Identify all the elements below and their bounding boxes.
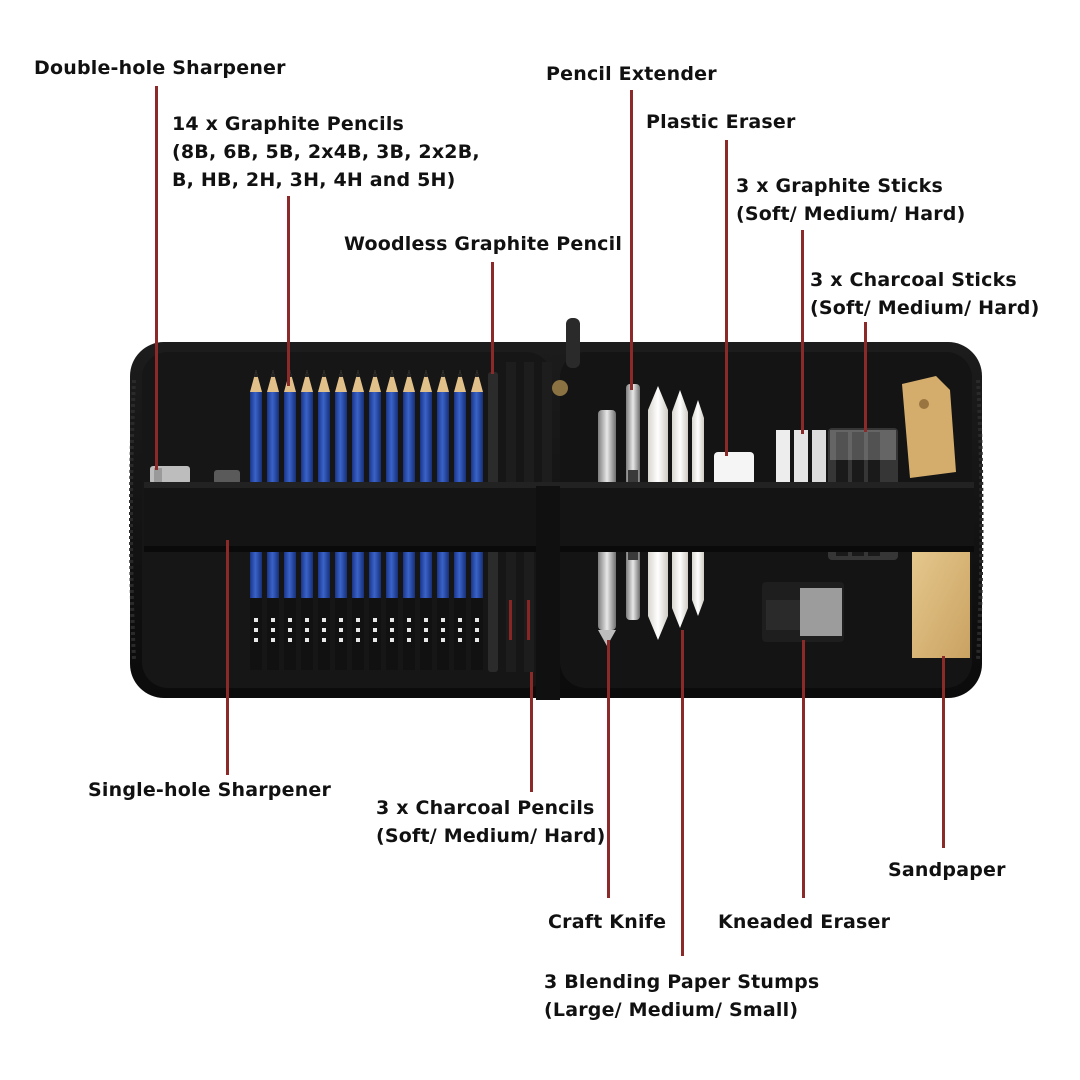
label-sandpaper: Sandpaper xyxy=(888,859,1006,881)
leader-single-hole-sharpener xyxy=(226,540,229,775)
label-kneaded-eraser: Kneaded Eraser xyxy=(718,911,891,933)
label-blending-stumps: 3 Blending Paper Stumps (Large/ Medium/ … xyxy=(544,971,820,1021)
label-graphite-pencils: 14 x Graphite Pencils (8B, 6B, 5B, 2x4B,… xyxy=(172,113,480,191)
leader-kneaded-eraser xyxy=(802,640,805,898)
label-pencil-extender: Pencil Extender xyxy=(546,63,717,85)
leader-charcoal-pencils xyxy=(530,672,533,792)
leader-graphite-sticks xyxy=(801,230,804,434)
sandpaper-handle xyxy=(902,376,956,478)
leader-craft-knife xyxy=(607,640,610,898)
label-charcoal-pencils: 3 x Charcoal Pencils (Soft/ Medium/ Hard… xyxy=(376,797,606,847)
leader-woodless-pencil xyxy=(491,262,494,374)
label-graphite-sticks: 3 x Graphite Sticks (Soft/ Medium/ Hard) xyxy=(736,175,966,225)
label-charcoal-sticks: 3 x Charcoal Sticks (Soft/ Medium/ Hard) xyxy=(810,269,1040,319)
label-single-hole-sharpener: Single-hole Sharpener xyxy=(88,779,332,801)
zipper-pull xyxy=(566,318,580,368)
leader-double-hole-sharpener xyxy=(155,86,158,470)
leader-pencil-extender xyxy=(630,90,633,390)
label-plastic-eraser: Plastic Eraser xyxy=(646,111,796,133)
leader-charcoal-sticks xyxy=(864,322,867,432)
label-craft-knife: Craft Knife xyxy=(548,911,667,933)
label-woodless-graphite-pencil: Woodless Graphite Pencil xyxy=(344,233,623,255)
leader-sandpaper xyxy=(942,656,945,848)
leader-graphite-pencils xyxy=(287,196,290,386)
leader-plastic-eraser xyxy=(725,140,728,456)
sandpaper-block xyxy=(912,548,970,658)
label-double-hole-sharpener: Double-hole Sharpener xyxy=(34,57,286,79)
leader-blending-stumps xyxy=(681,630,684,956)
single-hole-sharpener xyxy=(214,470,240,484)
